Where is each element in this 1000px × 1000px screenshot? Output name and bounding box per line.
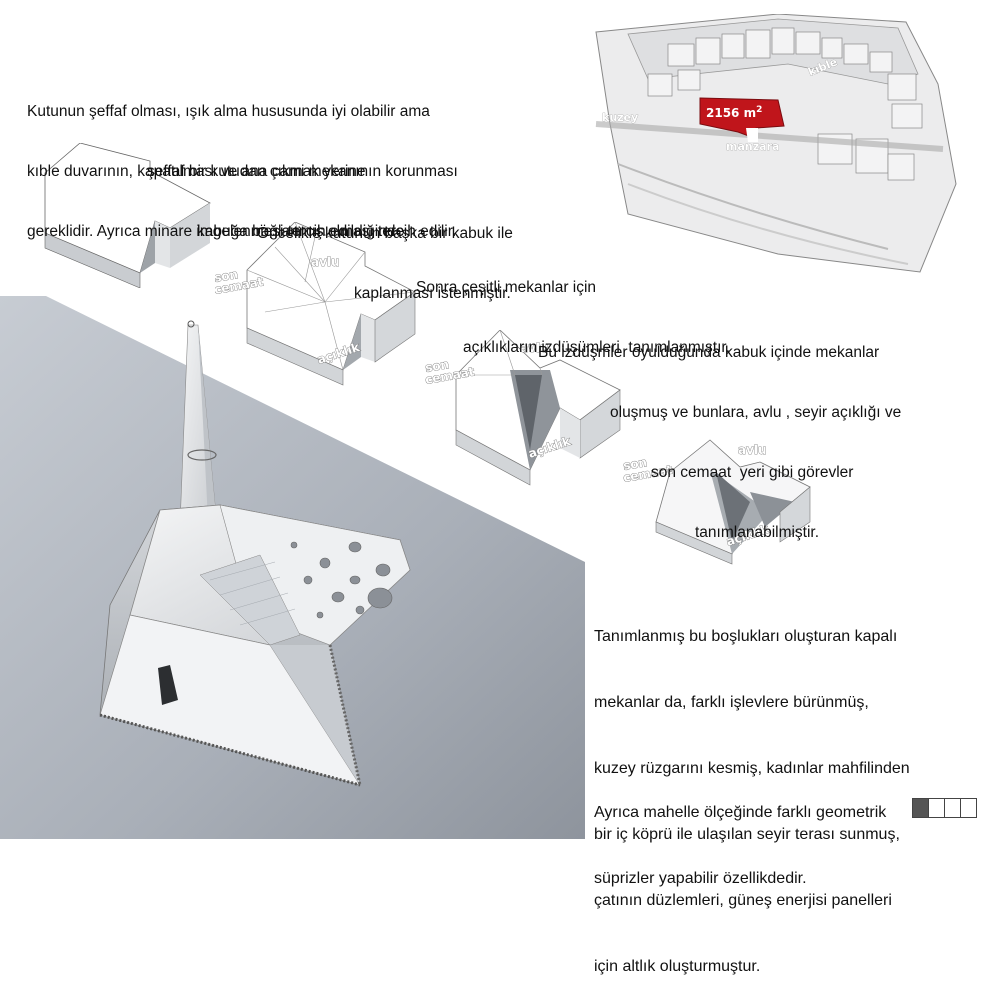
- avlu-label-3: avlu: [520, 341, 549, 355]
- box-diagram-3: avlu son cemaat açıklık: [424, 330, 621, 486]
- step2-text: Sonra çeşitli mekanlar için açıklıkların…: [416, 279, 731, 356]
- son-label-2: son: [215, 267, 239, 285]
- step1-text: Öncelikle kutunun başka bir kabuk ile ka…: [257, 225, 513, 302]
- site-area-label: 2156 m2: [706, 105, 762, 120]
- page-box-2[interactable]: [928, 798, 945, 818]
- son-label-3: son: [424, 357, 450, 375]
- box-diagram-4: avlu son cemaat açıklık: [622, 439, 811, 565]
- closing-text: Ayrıca mahelle ölçeğinde farklı geometri…: [594, 804, 887, 887]
- site-plan: 2156 m2 kuzey kıble manzara: [595, 14, 957, 273]
- page-box-1[interactable]: [912, 798, 929, 818]
- son-label-4: son: [622, 455, 648, 473]
- page-navigation: [912, 798, 977, 818]
- mosque-render: [99, 320, 411, 787]
- intro-text: Kutunun şeffaf olması, ışık alma hususun…: [27, 103, 458, 240]
- avlu-label-4: avlu: [738, 443, 767, 457]
- page-box-4[interactable]: [960, 798, 977, 818]
- page-box-3[interactable]: [944, 798, 961, 818]
- avlu-label-2: avlu: [311, 255, 340, 269]
- view-label: manzara: [726, 140, 779, 153]
- intro-text-continued: şeffaf bir kutudan çıkmak yerine kabuğa …: [147, 163, 457, 240]
- box-diagram-2: avlu son cemaat açıklık: [215, 222, 416, 386]
- north-label: kuzey: [602, 111, 638, 124]
- step3-text: Bu izdüşmler oyulduğunda kabuk içinde me…: [538, 344, 902, 541]
- box-diagram-1: [44, 143, 211, 288]
